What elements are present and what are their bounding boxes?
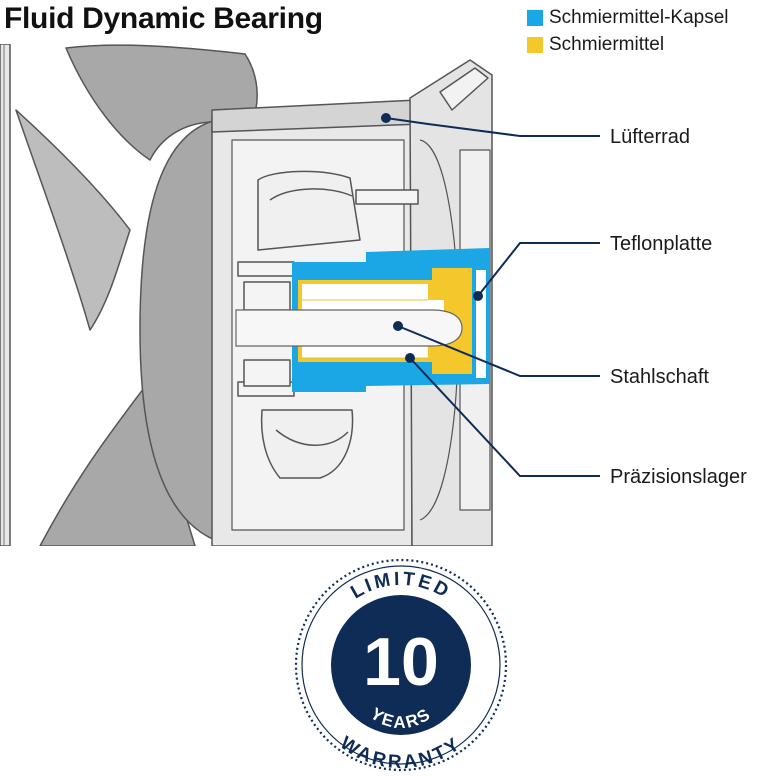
callout-leaders bbox=[385, 117, 600, 477]
badge-center bbox=[331, 595, 471, 735]
legend-item-capsule: Schmiermittel-Kapsel bbox=[527, 4, 729, 31]
label-praezisionslager: Präzisionslager bbox=[610, 466, 747, 488]
steel-shaft bbox=[235, 309, 463, 347]
warranty-badge: LIMITED LIMITED WARRANTY 10 YEARS bbox=[294, 558, 508, 773]
legend-label-capsule: Schmiermittel-Kapsel bbox=[549, 6, 729, 28]
leader-teflonplatte bbox=[477, 242, 600, 297]
legend: Schmiermittel-Kapsel Schmiermittel bbox=[527, 4, 729, 58]
label-stahlschaft: Stahlschaft bbox=[610, 366, 709, 388]
legend-item-lubricant: Schmiermittel bbox=[527, 31, 729, 58]
leader-praezisionslager bbox=[409, 357, 600, 477]
callout-dots bbox=[381, 113, 483, 363]
label-teflonplatte: Teflonplatte bbox=[610, 233, 712, 255]
legend-swatch-lubricant bbox=[527, 36, 543, 53]
diagram-title: Fluid Dynamic Bearing bbox=[4, 2, 323, 35]
badge-number: 10 bbox=[363, 624, 439, 700]
leader-stahlschaft bbox=[397, 325, 600, 377]
fan-blade-left bbox=[15, 109, 131, 331]
label-luefterrad: Lüfterrad bbox=[610, 126, 690, 148]
legend-swatch-capsule bbox=[527, 9, 543, 26]
stator-coil-upper bbox=[257, 170, 361, 251]
fan-frame-edge bbox=[0, 44, 11, 546]
leader-luefterrad bbox=[385, 117, 600, 137]
legend-label-lubricant: Schmiermittel bbox=[549, 33, 665, 55]
